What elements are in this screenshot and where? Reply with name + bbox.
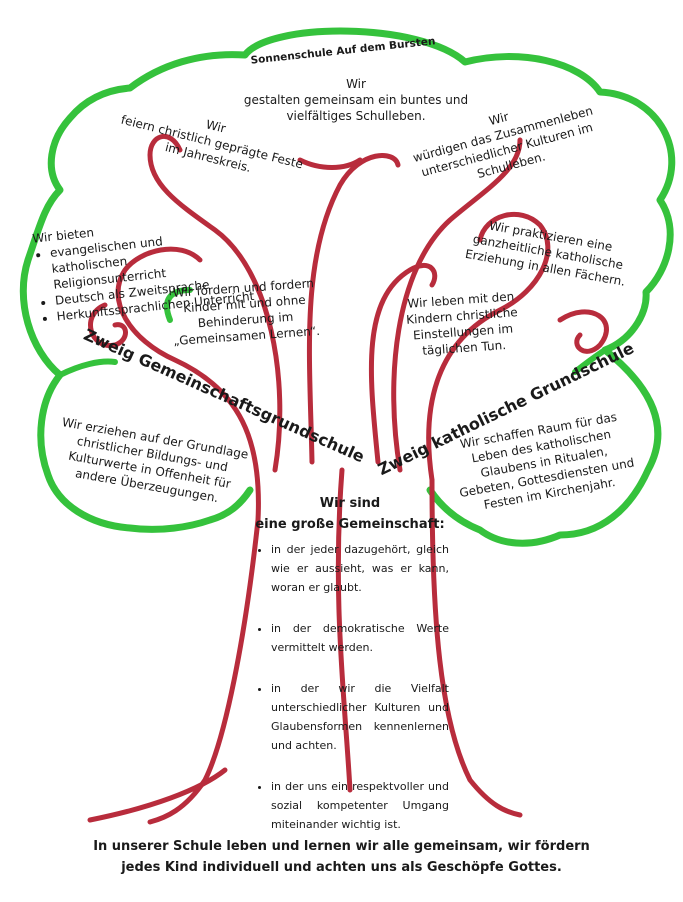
list-item: in der wir die Vielfalt unterschiedliche…	[271, 679, 449, 755]
trunk-center-line	[335, 467, 353, 793]
text-line: jedes Kind individuell und achten uns al…	[121, 860, 562, 875]
branch-right-upper	[391, 137, 523, 473]
top-center-text: Wir gestalten gemeinsam ein buntes und v…	[236, 76, 476, 124]
branch-right-curl	[426, 211, 551, 483]
text-line: Wir	[346, 77, 366, 91]
trunk-left-edge	[147, 517, 261, 825]
branch-left-curl	[115, 246, 261, 523]
branch-center	[306, 152, 401, 465]
curl-left	[88, 302, 128, 348]
list-item: in der uns ein respektvoller und sozial …	[271, 777, 449, 834]
community-block: Wir sind eine große Gemeinschaft: in der…	[255, 494, 449, 856]
list-item: in der demokratische Werte vermittelt we…	[271, 619, 449, 657]
branch-inner-right	[368, 262, 438, 465]
footer-text: In unserer Schule leben und lernen wir a…	[0, 836, 683, 878]
community-list: in der jeder dazugehört, gleich wie er a…	[255, 540, 449, 834]
trunk-right-edge	[429, 477, 523, 818]
crown-inner-arc	[163, 287, 193, 323]
list-item: in der jeder dazugehört, gleich wie er a…	[271, 540, 449, 597]
curl-right	[557, 309, 609, 354]
branch-left-upper	[147, 133, 283, 473]
root-left	[87, 767, 228, 823]
values-text: Wir leben mit den Kindern christliche Ei…	[393, 287, 532, 360]
crown-inner-arc	[572, 347, 608, 375]
text-line: In unserer Schule leben und lernen wir a…	[93, 839, 590, 854]
branch-center-left	[297, 157, 363, 170]
text-line: gestalten gemeinsam ein buntes und	[243, 93, 469, 107]
inclusion-text: Wir fördern und fordern Kinder mit und o…	[163, 274, 327, 349]
community-subheading: eine große Gemeinschaft:	[255, 517, 445, 532]
community-heading: Wir sind	[319, 496, 381, 511]
tree-crown-outline	[19, 27, 676, 547]
crown-inner-arc	[57, 358, 118, 378]
text-line: vielfältiges Schulleben.	[286, 109, 426, 123]
